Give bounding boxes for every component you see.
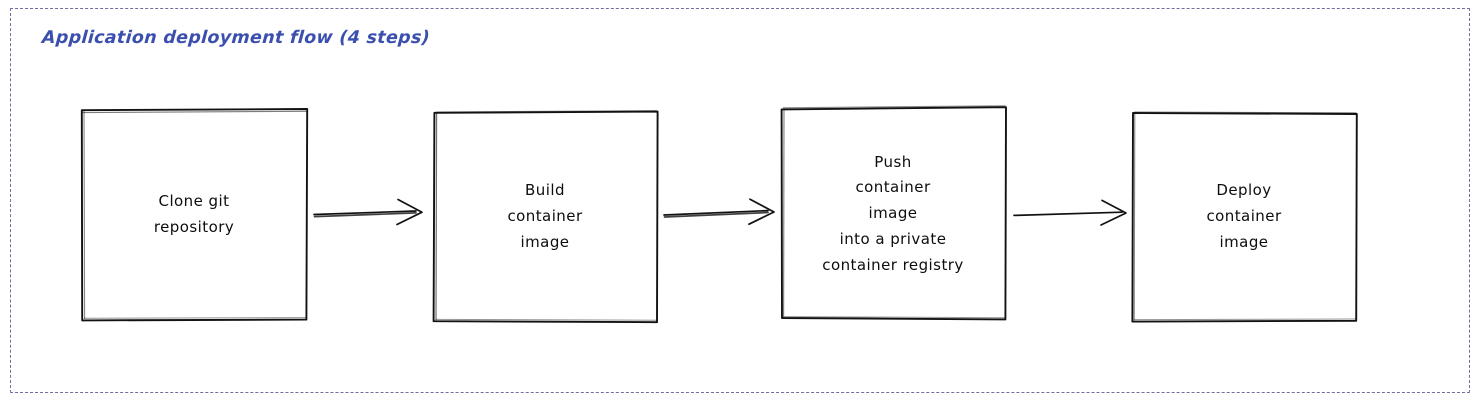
flow-node-step-2-label: Build container image bbox=[433, 112, 657, 322]
flow-arrow-3 bbox=[1013, 199, 1127, 226]
flow-arrow-1 bbox=[313, 198, 423, 226]
flow-node-step-4-label: Deploy container image bbox=[1132, 113, 1356, 321]
flow-node-step-1-label: Clone git repository bbox=[81, 110, 307, 320]
node-4-line-2: container bbox=[1206, 207, 1282, 226]
flow-node-step-4[interactable]: Deploy container image bbox=[1131, 111, 1358, 323]
node-2-line-3: image bbox=[520, 232, 570, 251]
flow-node-step-1[interactable]: Clone git repository bbox=[80, 108, 309, 322]
node-4-line-1: Deploy bbox=[1216, 181, 1272, 200]
node-1-line-1: Clone git bbox=[158, 192, 230, 211]
node-3-line-1: Push bbox=[874, 152, 912, 171]
node-4-line-3: image bbox=[1219, 232, 1269, 251]
flow-node-step-3-label: Push container image into a private cont… bbox=[781, 108, 1005, 320]
node-2-line-1: Build bbox=[525, 181, 565, 200]
node-3-line-5: container registry bbox=[822, 255, 964, 274]
diagram-title: Application deployment flow (4 steps) bbox=[41, 28, 431, 48]
node-1-line-2: repository bbox=[153, 218, 235, 236]
flow-node-step-2[interactable]: Build container image bbox=[432, 110, 659, 324]
node-2-line-2: container bbox=[507, 207, 583, 226]
flow-node-step-3[interactable]: Push container image into a private cont… bbox=[780, 105, 1007, 321]
node-3-line-3: image bbox=[868, 204, 918, 223]
diagram-frame-dashed-border bbox=[10, 8, 1470, 393]
node-3-line-2: container bbox=[855, 178, 931, 197]
flow-arrow-2 bbox=[663, 198, 775, 226]
node-3-line-4: into a private bbox=[839, 229, 947, 248]
